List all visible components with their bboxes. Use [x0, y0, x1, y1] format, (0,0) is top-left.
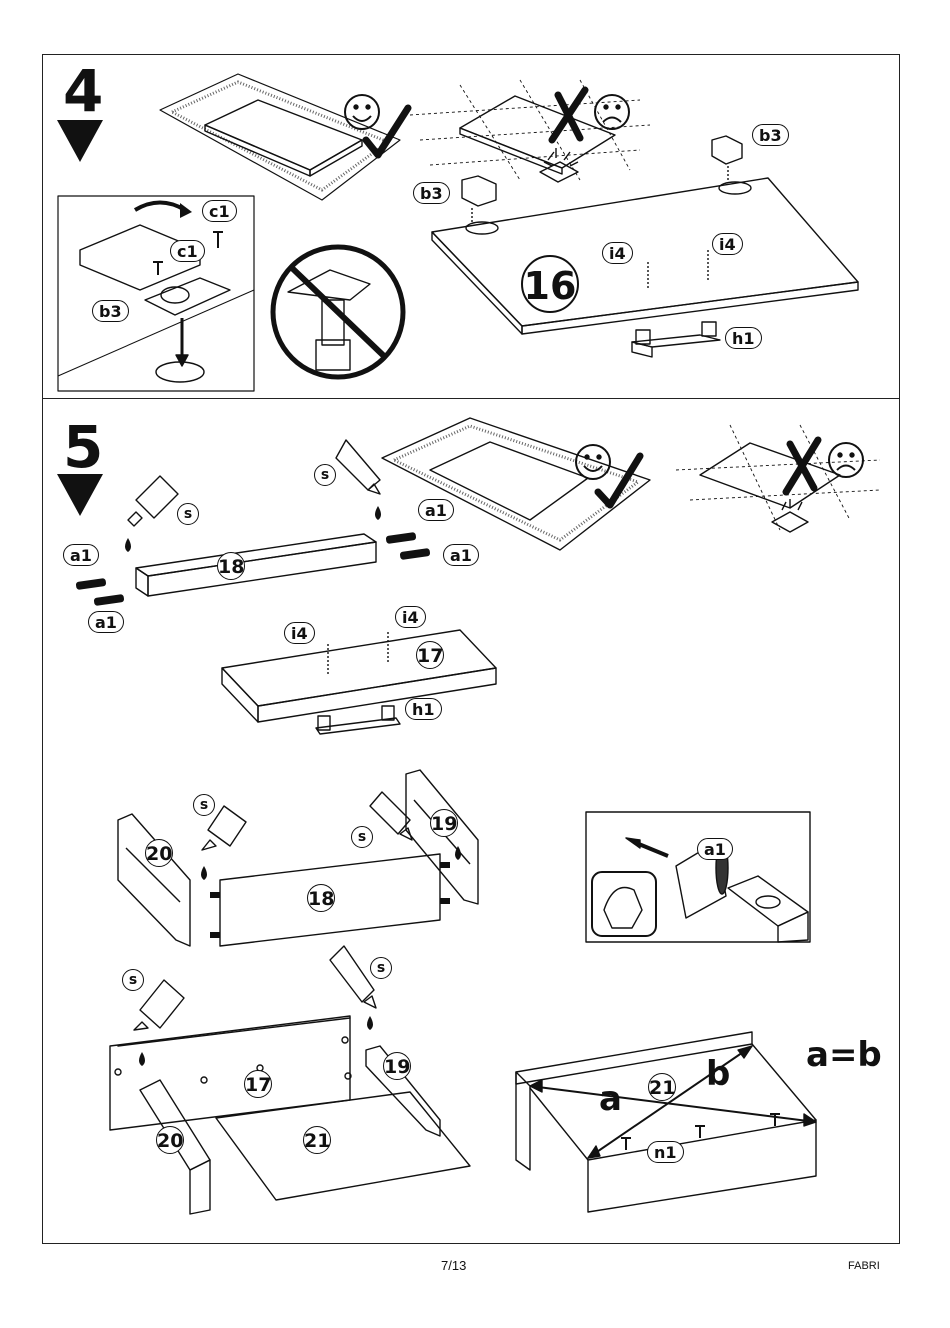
- part-21: 21: [648, 1073, 676, 1101]
- part-18: 18: [307, 884, 335, 912]
- label-s: s: [314, 464, 336, 486]
- label-s: s: [351, 826, 373, 848]
- part-21: 21: [303, 1126, 331, 1154]
- part-17: 17: [416, 641, 444, 669]
- label-c1: c1: [170, 240, 205, 262]
- diagonal-a: a: [599, 1082, 622, 1116]
- label-a1: a1: [443, 544, 479, 566]
- label-i4: i4: [712, 233, 743, 255]
- label-s: s: [370, 957, 392, 979]
- side-20: [118, 814, 190, 946]
- handle-h1: [632, 322, 720, 357]
- panel-17: [222, 630, 496, 722]
- debris: [540, 148, 578, 182]
- part-16: 16: [521, 255, 579, 313]
- label-c1: c1: [202, 200, 237, 222]
- diagonal-b: b: [706, 1057, 730, 1091]
- rug-panel-good-5: [382, 418, 650, 550]
- label-i4: i4: [395, 606, 426, 628]
- label-a1: a1: [418, 499, 454, 521]
- glue-drop-icon: [125, 506, 461, 1066]
- frown-icon: [829, 443, 863, 477]
- hinge-right: [712, 136, 742, 182]
- label-b3: b3: [413, 182, 450, 204]
- label-a1: a1: [697, 838, 733, 860]
- part-17: 17: [244, 1070, 272, 1098]
- panel-16: [432, 178, 858, 334]
- frown-icon: [595, 95, 629, 129]
- drawer-square-check: [516, 1032, 816, 1212]
- cross-icon: [552, 90, 585, 140]
- smiley-icon: [576, 445, 610, 479]
- page-number: 7/13: [441, 1258, 466, 1273]
- label-i4: i4: [602, 242, 633, 264]
- part-20: 20: [156, 1126, 184, 1154]
- assembly-lower-left: [110, 1016, 470, 1214]
- label-s: s: [193, 794, 215, 816]
- checkmark-icon: [366, 108, 408, 155]
- glue-tube-icon: [128, 440, 412, 1030]
- board-18: [136, 534, 376, 596]
- label-n1: n1: [647, 1141, 684, 1163]
- label-h1: h1: [405, 698, 442, 720]
- hinge-detail-box: [58, 196, 254, 391]
- equation-a-equals-b: a=b: [806, 1038, 882, 1072]
- product-name: FABRI: [848, 1260, 880, 1272]
- hinge-left: [462, 176, 496, 222]
- label-i4: i4: [284, 622, 315, 644]
- label-b3: b3: [752, 124, 789, 146]
- part-19: 19: [383, 1052, 411, 1080]
- part-18: 18: [217, 552, 245, 580]
- no-drill-icon: [273, 247, 403, 377]
- label-a1: a1: [63, 544, 99, 566]
- label-b3: b3: [92, 300, 129, 322]
- label-a1: a1: [88, 611, 124, 633]
- rug-panel-good: [160, 74, 400, 200]
- label-h1: h1: [725, 327, 762, 349]
- part-20: 20: [145, 839, 173, 867]
- rotate-arrow-icon: [135, 203, 185, 211]
- part-19: 19: [430, 809, 458, 837]
- label-s: s: [177, 503, 199, 525]
- hand-icon: [592, 872, 656, 936]
- label-s: s: [122, 969, 144, 991]
